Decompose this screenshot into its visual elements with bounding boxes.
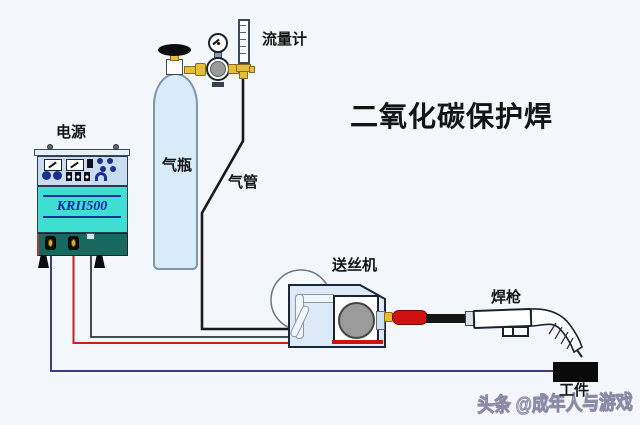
knob [97,158,103,164]
panel-stripe [43,216,121,218]
flow-adjust-knob [249,66,255,73]
terminal-socket [48,239,53,247]
torch-cable [426,314,467,323]
power-source-top-bar [34,149,130,156]
label-wire-feeder: 送丝机 [332,257,378,274]
torch-handle [502,326,529,337]
knob [100,166,106,172]
output-terminal [45,236,56,250]
workpiece-block [553,362,598,382]
bolt-icon [113,144,119,150]
cylinder-valve-handwheel [158,44,191,56]
cylinder-neck [166,59,183,75]
flow-meter-scale [240,25,246,59]
gas-hose [200,78,290,331]
diagram-title: 二氧化碳保护焊 [350,101,554,132]
torch-trigger [512,327,514,335]
watermark-text: 头条 @成年人与游戏 [477,391,634,417]
label-workpiece: 工件 [559,382,590,399]
power-source-terminal-section [37,233,128,256]
output-terminal [68,236,79,250]
label-flow-meter: 流量计 [262,31,308,48]
bolt-icon [47,144,53,150]
power-source-model-text: KRII500 [56,199,108,214]
power-source-body [37,186,128,233]
feed-roller [338,302,375,339]
machine-foot [94,255,105,268]
terminal-socket [71,239,76,247]
brass-fitting [239,71,248,79]
knob [110,166,116,172]
feeder-base-plate [332,340,383,344]
handle-knob [95,172,107,181]
torch-swan-neck [530,308,583,354]
label-welding-torch: 焊枪 [491,289,522,306]
toggle-switch [75,172,81,181]
knob [107,158,113,164]
gauge-center-dot [217,42,220,45]
welding-current-cable [72,249,383,344]
knob [53,171,62,180]
indicator-window [87,159,93,168]
label-gas-cylinder: 气瓶 [162,157,193,174]
control-cable [90,246,290,338]
knob [42,171,51,180]
regulator-diaphragm [210,61,226,77]
panel-stripe [43,195,121,197]
torch-nozzle-hatching [548,322,574,350]
machine-foot [38,255,49,268]
gas-cylinder [153,73,198,270]
label-gas-pipe: 气管 [228,174,259,191]
regulator-bracket [212,82,224,87]
label-power-source: 电源 [56,124,87,141]
torch-contact-tip [576,349,583,358]
brass-fitting [195,63,206,76]
toggle-switch [84,172,90,181]
work-lead-cable [50,249,553,372]
control-socket [86,233,95,240]
torch-cable-connector [392,310,428,325]
toggle-switch [66,172,72,181]
